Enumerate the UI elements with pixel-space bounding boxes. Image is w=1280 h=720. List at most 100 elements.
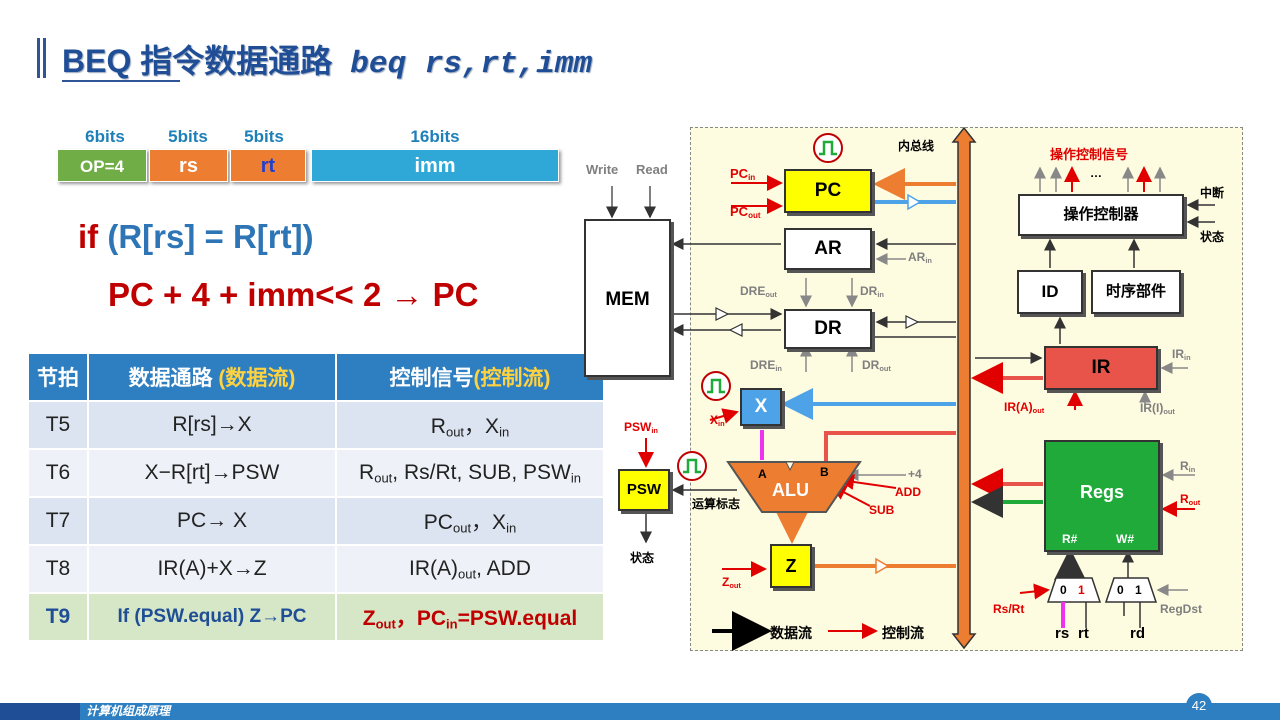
control-cell: Rout, Rs/Rt, SUB, PSWin [335,448,605,498]
status-label: 状态 [1200,230,1225,244]
table-row: T6 X−R[rt]→PSW Rout, Rs/Rt, SUB, PSWin [27,448,605,498]
alu-input-a: A [758,467,767,481]
bits-imm: 16bits [410,127,460,146]
table-row: T7 PC→ X PCout，Xin [27,496,605,546]
branch-condition: if (R[rs] = R[rt]) [78,218,314,256]
col-header-step: 节拍 [27,352,89,402]
title-underline [62,80,180,82]
pc-tristate [907,193,922,211]
z-out-label: Zout [722,575,741,590]
table-row: T5 R[rs]→X Rout，Xin [27,400,605,450]
control-cell: IR(A)out, ADD [335,544,605,594]
dr-out-label: DRout [862,358,891,373]
x-in-signal [709,408,739,424]
table-row: T9 If (PSW.equal) Z→PC Zout，PCin=PSW.equ… [27,592,605,642]
mux1-one: 1 [1078,583,1085,597]
rs-label: rs [1055,625,1070,642]
title-decoration [37,38,47,78]
plus4-label: +4 [908,467,922,481]
pc-out-label: PCout [730,204,761,220]
if-keyword: if [78,218,99,255]
step-cell: T6 [27,448,89,498]
regdst-mux [1104,577,1158,603]
mux2-one: 1 [1135,583,1142,597]
dre-out-label: DREout [740,284,777,299]
ir-a-out-label: IR(A)out [1004,400,1045,415]
datapath-cell: PC→ X [87,496,337,546]
ctrl-ellipsis: … [1090,166,1102,180]
sub-label: SUB [869,503,895,517]
control-cell: PCout，Xin [335,496,605,546]
field-op: OP=4 [57,149,147,182]
rsrt-signal [1019,583,1050,600]
control-cell: Rout，Xin [335,400,605,450]
mux1-zero: 0 [1060,583,1067,597]
clock-icon-pc [813,133,843,163]
page-title: BEQ 指令数据通路 beq rs,rt,imm [62,36,592,82]
datapath-cell: R[rs]→X [87,400,337,450]
step-cell: T7 [27,496,89,546]
dre-in-label: DREin [750,358,782,373]
alu-flag-label: 运算标志 [692,497,741,511]
alu-notch [785,461,795,472]
footer-course: 计算机组成原理 [86,704,171,718]
footer-bar [0,703,1280,720]
regs-out-label: Rout [1180,492,1201,507]
pc-update-formula: PC + 4 + imm<< 2 → PC [108,276,479,313]
col-header-control: 控制信号(控制流) [335,352,605,402]
psw-register: PSW [618,469,670,511]
condition-text: (R[rs] = R[rt]) [107,218,314,255]
ir-in-label: IRin [1172,347,1191,362]
title-main: BEQ 指令数据通路 [62,43,333,79]
dr-tristate-in [905,315,920,329]
rs-rt-mux [1046,577,1102,603]
step-cell: T5 [27,400,89,450]
datapath-cell: If (PSW.equal) Z→PC [87,592,337,642]
legend-data-label: 数据流 [770,625,812,641]
field-rt: rt [230,149,306,182]
ir-i-out-label: IR(I)out [1140,401,1175,416]
internal-bus [951,126,977,650]
x-register: X [740,388,782,426]
clock-icon-x [701,371,731,401]
bits-rs: 5bits [168,127,208,146]
timing-unit: 时序部件 [1091,270,1181,314]
regs-rnum-label: R# [1062,532,1078,546]
z-tristate [875,557,890,575]
ar-register: AR [784,228,872,270]
micro-op-table: 节拍 数据通路 (数据流) 控制信号(控制流) T5 R[rs]→X Rout，… [27,352,605,642]
field-imm: imm [311,149,559,182]
bits-op: 6bits [85,127,125,146]
table-row: T8 IR(A)+X→Z IR(A)out, ADD [27,544,605,594]
write-label: Write [586,162,619,177]
step-cell: T8 [27,544,89,594]
page-number: 42 [1186,693,1212,719]
regs-in-label: Rin [1180,459,1196,474]
id-unit: ID [1017,270,1083,314]
bus-to-alu-b-wire [824,431,956,462]
dr-register: DR [784,309,872,349]
x-in-label: Xin [710,413,725,428]
alu-input-b: B [820,465,829,479]
rsrt-label: Rs/Rt [993,602,1025,616]
table-header-row: 节拍 数据通路 (数据流) 控制信号(控制流) [27,352,605,402]
regdst-label: RegDst [1160,602,1203,616]
add-signal [838,474,897,490]
mem-box: MEM [584,219,671,377]
read-label: Read [636,162,668,177]
psw-in-label: PSWin [624,420,658,435]
ctrl-signals-title: 操作控制信号 [1050,147,1129,162]
interrupt-label: 中断 [1200,186,1225,200]
datapath-cell: X−R[rt]→PSW [87,448,337,498]
alu-label: ALU [772,480,809,500]
rd-label: rd [1130,625,1145,642]
mem-dr-tristate [715,307,730,321]
alu-unit [726,461,862,513]
ar-in-label: ARin [908,250,932,265]
dr-in-label: DRin [860,284,884,299]
ir-register: IR [1044,346,1158,390]
title-syntax: beq rs,rt,imm [350,47,593,82]
field-rs: rs [149,149,228,182]
dr-mem-tristate [728,323,743,337]
